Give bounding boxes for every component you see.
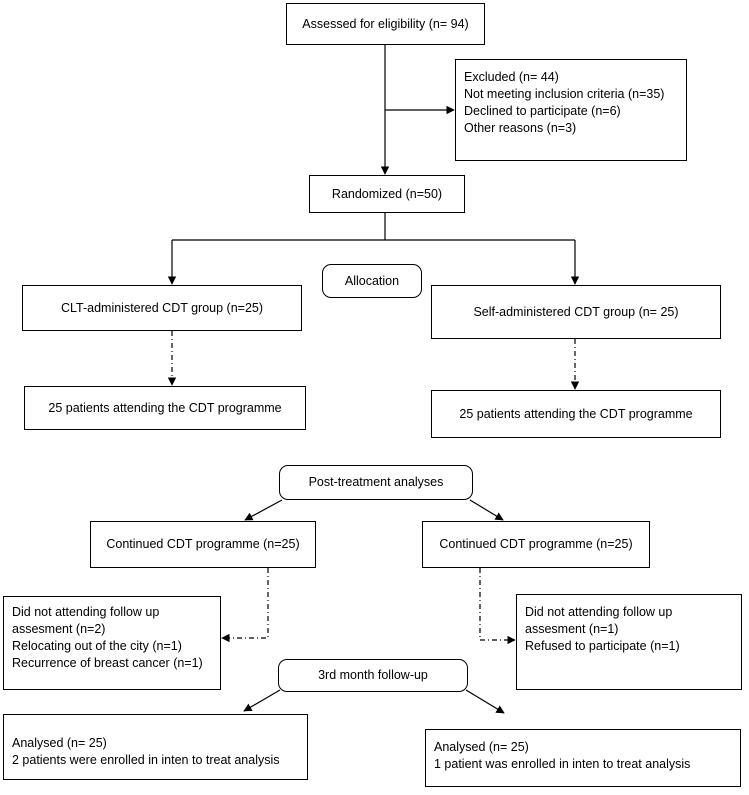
left-lost-line: assesment (n=2) bbox=[12, 622, 106, 636]
right-continued-box: Continued CDT programme (n=25) bbox=[422, 521, 650, 568]
assessed-box: Assessed for eligibility (n= 94) bbox=[286, 3, 485, 45]
excluded-line: Other reasons (n=3) bbox=[464, 121, 577, 135]
connector-left-lost bbox=[221, 568, 269, 643]
excluded-line: Declined to participate (n=6) bbox=[464, 104, 621, 118]
left-continued-box: Continued CDT programme (n=25) bbox=[90, 521, 316, 568]
left-group-text: CLT-administered CDT group (n=25) bbox=[60, 300, 264, 315]
right-analysed-box: Analysed (n= 25) 1 patient was enrolled … bbox=[425, 729, 741, 787]
left-lost-line: Relocating out of the city (n=1) bbox=[12, 639, 182, 653]
connector-followup-left bbox=[243, 689, 281, 712]
right-lost-line: Refused to participate (n=1) bbox=[525, 639, 680, 653]
right-group-box: Self-administered CDT group (n= 25) bbox=[431, 285, 721, 339]
post-treatment-text: Post-treatment analyses bbox=[308, 475, 444, 489]
right-attending-box: 25 patients attending the CDT programme bbox=[431, 390, 721, 438]
left-lost-line: Recurrence of breast cancer (n=1) bbox=[12, 656, 203, 670]
right-analysed-line: Analysed (n= 25) bbox=[434, 740, 529, 754]
connector-right-lost bbox=[479, 568, 516, 645]
left-continued-text: Continued CDT programme (n=25) bbox=[106, 537, 300, 551]
right-lost-line: Did not attending follow up bbox=[525, 605, 673, 619]
right-analysed-line: 1 patient was enrolled in inten to treat… bbox=[434, 757, 691, 771]
right-continued-text: Continued CDT programme (n=25) bbox=[439, 537, 633, 551]
right-lost-line: assesment (n=1) bbox=[525, 622, 619, 636]
connector-post-left bbox=[244, 499, 283, 521]
left-analysed-line: 2 patients were enrolled in inten to tre… bbox=[12, 753, 280, 767]
left-analysed-line: Analysed (n= 25) bbox=[12, 736, 107, 750]
right-lost-box: Did not attending follow up assesment (n… bbox=[516, 594, 742, 690]
followup-box: 3rd month follow-up bbox=[278, 659, 468, 692]
left-lost-box: Did not attending follow up assesment (n… bbox=[3, 596, 221, 690]
post-treatment-box: Post-treatment analyses bbox=[279, 465, 473, 500]
assessed-text: Assessed for eligibility (n= 94) bbox=[302, 16, 469, 31]
right-attending-text: 25 patients attending the CDT programme bbox=[459, 406, 693, 421]
left-lost-line: Did not attending follow up bbox=[12, 605, 160, 619]
randomized-box: Randomized (n=50) bbox=[309, 175, 465, 213]
connector-followup-right bbox=[465, 689, 505, 714]
left-analysed-box: Analysed (n= 25) 2 patients were enrolle… bbox=[3, 714, 308, 780]
left-attending-text: 25 patients attending the CDT programme bbox=[48, 400, 282, 415]
allocation-box: Allocation bbox=[322, 264, 422, 298]
followup-text: 3rd month follow-up bbox=[318, 668, 428, 682]
right-group-text: Self-administered CDT group (n= 25) bbox=[473, 304, 679, 319]
excluded-box: Excluded (n= 44) Not meeting inclusion c… bbox=[455, 59, 687, 161]
left-attending-box: 25 patients attending the CDT programme bbox=[24, 386, 306, 430]
excluded-line: Not meeting inclusion criteria (n=35) bbox=[464, 87, 665, 101]
randomized-text: Randomized (n=50) bbox=[331, 186, 443, 201]
left-group-box: CLT-administered CDT group (n=25) bbox=[22, 285, 302, 331]
connector-post-right bbox=[469, 499, 504, 521]
excluded-line: Excluded (n= 44) bbox=[464, 70, 559, 84]
allocation-text: Allocation bbox=[344, 273, 400, 288]
